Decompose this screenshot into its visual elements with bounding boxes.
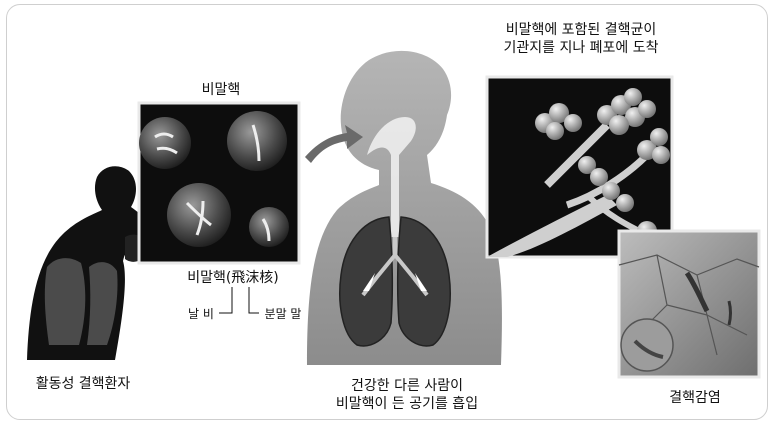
infection-panel [619, 231, 759, 377]
infection-label: 결핵감염 [655, 389, 735, 407]
powder-label: 분말 말 [259, 305, 307, 323]
inhale-line-1: 건강한 다른 사람이 [317, 377, 497, 395]
fly-label: 날 비 [183, 305, 219, 323]
fly-bracket [219, 287, 232, 313]
illustration [7, 5, 767, 419]
inhale-line-2: 비말핵이 든 공기를 흡입 [307, 395, 507, 413]
patient-lung-left [45, 258, 85, 345]
powder-bracket [249, 287, 259, 313]
diagram-frame: 비말핵 비말핵(飛沫核) 날 비 분말 말 활동성 결핵환자 건강한 다른 사람… [6, 4, 768, 420]
droplet-title: 비말핵 [193, 81, 249, 99]
patient-label: 활동성 결핵환자 [23, 375, 143, 393]
droplet-caption: 비말핵(飛沫核) [173, 269, 293, 287]
reach-line-1: 비말핵에 포함된 결핵균이 [481, 21, 681, 39]
healthy-person-figure [307, 51, 502, 365]
reach-line-2: 기관지를 지나 폐포에 도착 [481, 39, 681, 57]
droplet-panel [139, 103, 299, 263]
